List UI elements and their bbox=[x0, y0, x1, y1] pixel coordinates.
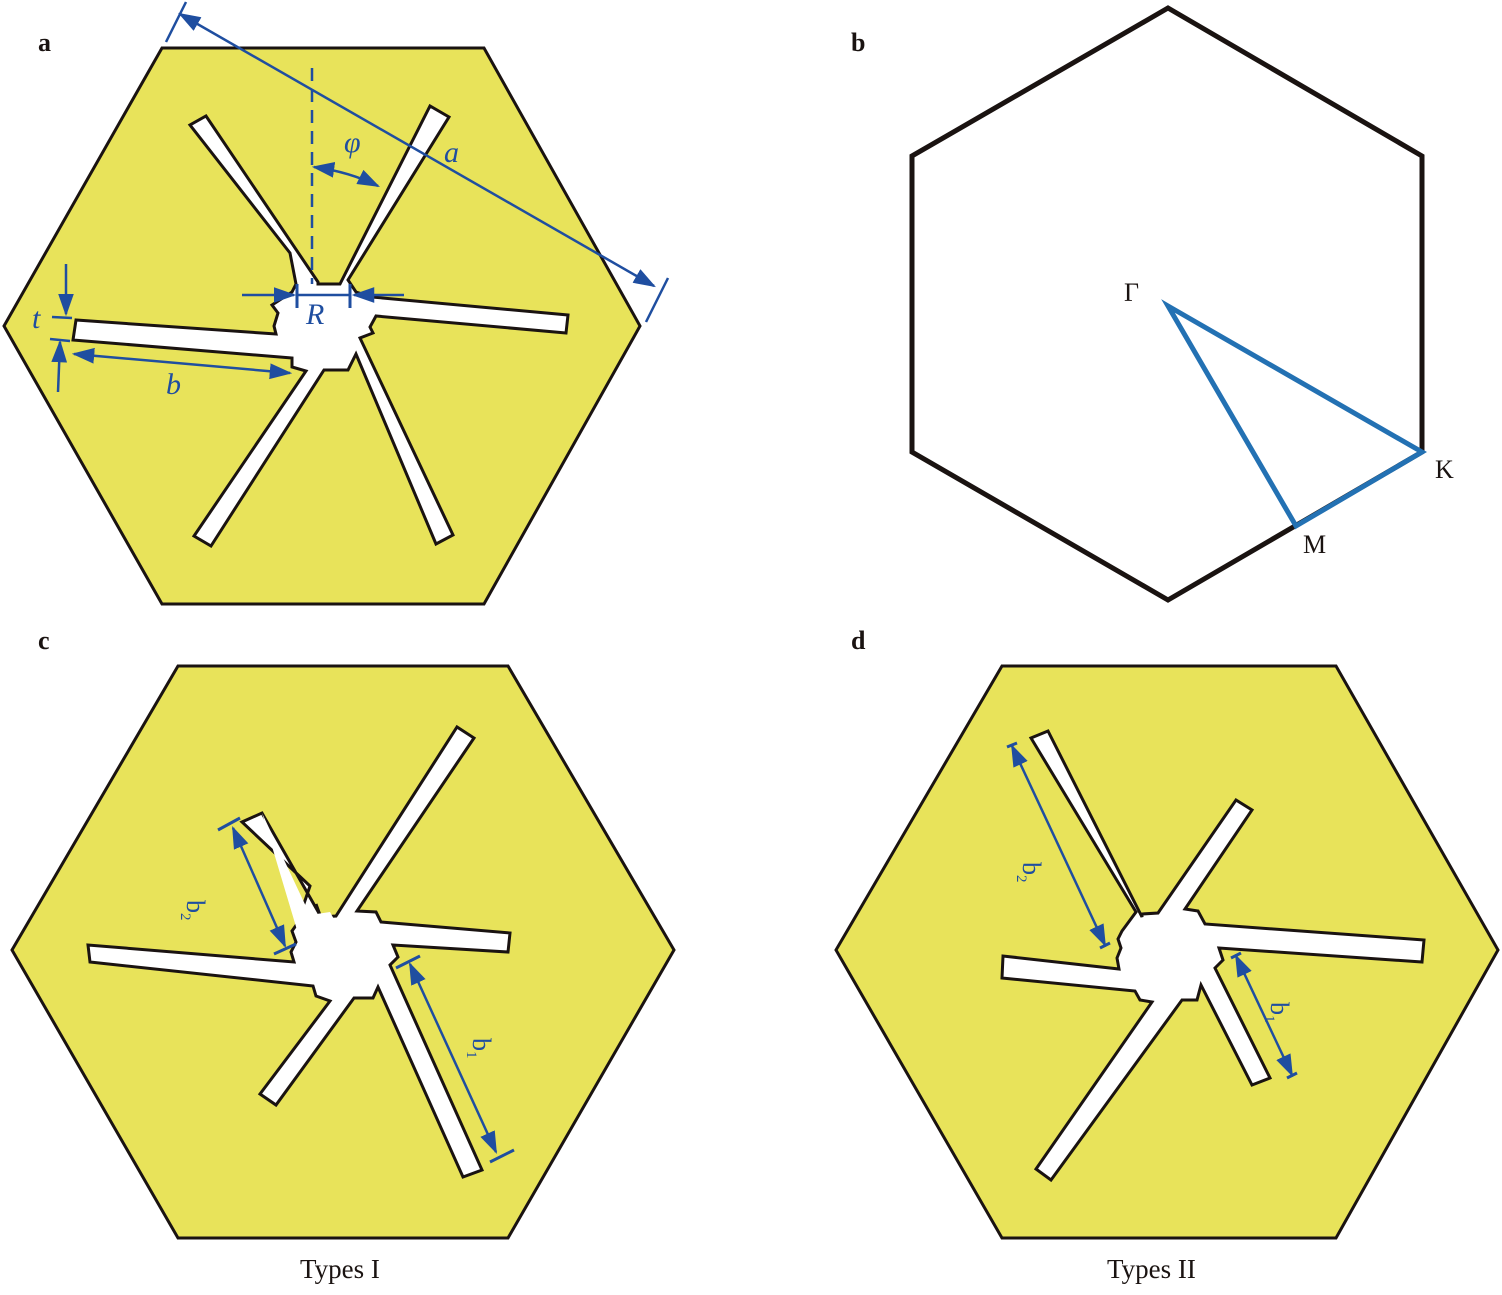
symbol-b: b bbox=[166, 368, 181, 401]
caption-types-ii: Types II bbox=[1107, 1254, 1196, 1284]
dimension-b1-line-c bbox=[408, 961, 498, 1155]
symbol-b1-d: b1 bbox=[1261, 1002, 1294, 1023]
symbol-b1-c: b1 bbox=[463, 1038, 496, 1059]
symbol-b2-c: b2 bbox=[177, 900, 210, 921]
symbol-b1-c-base: b bbox=[467, 1038, 496, 1051]
dimension-b2-tick-top-d bbox=[1006, 741, 1018, 749]
panel-label-a: a bbox=[38, 28, 51, 57]
dimension-a-tick-top bbox=[164, 1, 188, 43]
dimension-t-tick-top bbox=[51, 315, 73, 320]
panel-b-brillouin-zone bbox=[909, 5, 1427, 603]
label-gamma: Γ bbox=[1124, 278, 1140, 307]
symbol-a: a bbox=[444, 136, 459, 169]
label-k: K bbox=[1435, 455, 1454, 484]
symbol-t: t bbox=[32, 302, 41, 335]
caption-types-i: Types I bbox=[300, 1254, 380, 1284]
dimension-b1-tick-top-d bbox=[1230, 951, 1242, 960]
panel-c-unit-cell bbox=[10, 664, 676, 1240]
symbol-b2-d: b2 bbox=[1013, 862, 1046, 883]
symbol-b1-c-sub: 1 bbox=[463, 1051, 479, 1059]
dimension-b-line bbox=[71, 347, 293, 380]
dimension-b2-tick-top-c bbox=[217, 816, 241, 832]
symbol-phi: φ bbox=[344, 126, 361, 159]
symbol-b1-d-sub: 1 bbox=[1261, 1015, 1277, 1023]
dimension-b2-line-d bbox=[1010, 743, 1107, 948]
symbol-b2-c-base: b bbox=[181, 900, 210, 913]
symbol-b2-c-sub: 2 bbox=[177, 913, 193, 921]
panel-d-unit-cell bbox=[834, 664, 1500, 1240]
dimension-a-line bbox=[178, 12, 656, 288]
panel-label-d: d bbox=[851, 626, 866, 655]
dimension-b1-tick-bottom-c bbox=[489, 1148, 515, 1164]
dimension-b2-line-c bbox=[231, 825, 287, 949]
dimension-b1-tick-top-c bbox=[395, 954, 421, 970]
cross-slot-c-upper bbox=[262, 813, 340, 940]
angle-phi-arc bbox=[311, 161, 381, 188]
dimension-t-arrow-bottom bbox=[51, 339, 68, 393]
panel-a-unit-cell bbox=[2, 1, 670, 606]
cross-slot-d bbox=[1000, 729, 1426, 1183]
dimension-t-tick-bottom bbox=[49, 337, 71, 343]
panel-label-c: c bbox=[38, 626, 50, 655]
dimension-b2-tick-bottom-c bbox=[273, 942, 297, 956]
symbol-r: R bbox=[306, 298, 325, 331]
dimension-b1-tick-bottom-d bbox=[1286, 1071, 1298, 1080]
dimension-a-tick-bottom bbox=[644, 277, 670, 323]
irreducible-path bbox=[1161, 299, 1427, 530]
brillouin-zone-hexagon bbox=[909, 5, 1425, 603]
label-m: M bbox=[1303, 530, 1327, 559]
symbol-b2-d-base: b bbox=[1017, 862, 1046, 875]
symbol-b2-d-sub: 2 bbox=[1013, 875, 1029, 883]
dimension-b1-line-d bbox=[1234, 953, 1294, 1078]
panel-label-b: b bbox=[851, 28, 866, 57]
symbol-b1-d-base: b bbox=[1265, 1002, 1294, 1015]
dimension-b2-tick-bottom-d bbox=[1099, 941, 1111, 950]
